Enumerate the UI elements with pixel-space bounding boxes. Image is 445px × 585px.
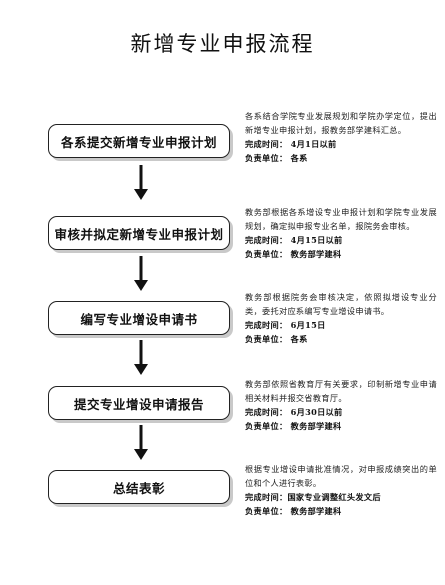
step-4-desc-text: 教务部依照省教育厅有关要求，印制新增专业申请相关材料并报交省教育厅。 — [245, 379, 437, 403]
step-3-owner: 负责单位： 各系 — [245, 334, 308, 344]
step-3-deadline: 完成时间： 6月15日 — [245, 320, 326, 330]
step-4-box: 提交专业增设申请报告 — [48, 386, 230, 420]
step-1-owner: 负责单位： 各系 — [245, 153, 308, 163]
step-3-description: 教务部根据院务会审核决定，依照拟增设专业分类，委托对应系编写专业增设申请书。 完… — [245, 290, 437, 346]
arrow-down-icon — [134, 425, 148, 460]
step-3-box: 编写专业增设申请书 — [48, 301, 230, 335]
step-4-deadline: 完成时间： 6月30日以前 — [245, 407, 343, 417]
step-1-desc-text: 各系结合学院专业发展规划和学院办学定位，提出新增专业申报计划，报教务部学建科汇总… — [245, 111, 437, 135]
step-5-box: 总结表彰 — [48, 470, 230, 504]
page-title: 新增专业申报流程 — [130, 32, 315, 56]
step-1-deadline: 完成时间： 4月1日以前 — [245, 139, 337, 149]
step-2-description: 教务部根据各系增设专业申报计划和学院专业发展规划，确定拟申报专业名单，报院务会审… — [245, 205, 437, 261]
step-2-box: 审核并拟定新增专业申报计划 — [48, 216, 230, 250]
arrow-down-icon — [134, 256, 148, 291]
step-5-description: 根据专业增设申请批准情况，对申报成绩突出的单位和个人进行表彰。 完成时间：国家专… — [245, 462, 437, 518]
step-4-description: 教务部依照省教育厅有关要求，印制新增专业申请相关材料并报交省教育厅。 完成时间：… — [245, 377, 437, 433]
step-1-description: 各系结合学院专业发展规划和学院办学定位，提出新增专业申报计划，报教务部学建科汇总… — [245, 109, 437, 165]
step-5-deadline: 完成时间：国家专业调整红头发文后 — [245, 492, 381, 502]
step-2-deadline: 完成时间： 4月15日以前 — [245, 235, 343, 245]
step-2-owner: 负责单位： 教务部学建科 — [245, 249, 342, 259]
arrow-down-icon — [134, 340, 148, 375]
step-3-desc-text: 教务部根据院务会审核决定，依照拟增设专业分类，委托对应系编写专业增设申请书。 — [245, 292, 437, 316]
step-4-owner: 负责单位： 教务部学建科 — [245, 421, 342, 431]
step-5-desc-text: 根据专业增设申请批准情况，对申报成绩突出的单位和个人进行表彰。 — [245, 464, 437, 488]
step-1-box: 各系提交新增专业申报计划 — [48, 124, 230, 158]
step-5-owner: 负责单位： 教务部学建科 — [245, 506, 342, 516]
step-2-desc-text: 教务部根据各系增设专业申报计划和学院专业发展规划，确定拟申报专业名单，报院务会审… — [245, 207, 437, 231]
arrow-down-icon — [134, 165, 148, 200]
